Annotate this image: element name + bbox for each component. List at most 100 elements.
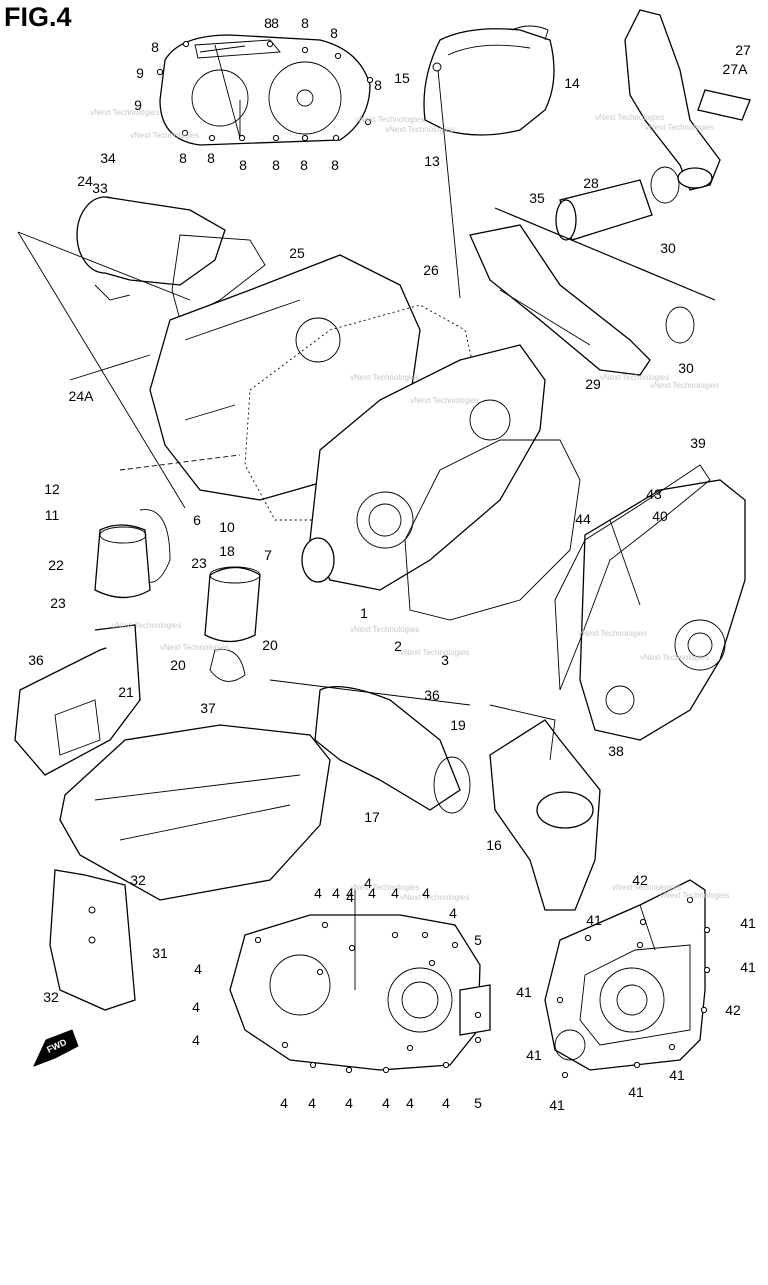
fwd-arrow-icon: FWD xyxy=(33,1029,79,1067)
intake-duct-27 xyxy=(624,9,751,191)
callout-label: 8 xyxy=(271,15,279,31)
bolt-hole xyxy=(316,968,324,976)
bolt-hole xyxy=(451,941,459,949)
callout-label: 8 xyxy=(330,25,338,41)
callout-label: 29 xyxy=(585,376,601,392)
callout-label: 41 xyxy=(549,1097,565,1113)
bolt-hole xyxy=(281,1041,289,1049)
bolt-hole xyxy=(633,1061,641,1069)
callout-label: 8 xyxy=(264,15,272,31)
callout-label: 26 xyxy=(423,262,439,278)
bolt-hole xyxy=(474,1011,482,1019)
callout-label: 41 xyxy=(586,912,602,928)
callout-label: 8 xyxy=(272,157,280,173)
duct-17 xyxy=(314,686,471,814)
callout-label: 42 xyxy=(725,1002,741,1018)
callout-label: 36 xyxy=(28,652,44,668)
callout-label: 4 xyxy=(194,961,202,977)
intake-housing-24 xyxy=(76,196,226,301)
bolt-hole xyxy=(348,944,356,952)
callout-label: 4 xyxy=(346,889,354,905)
callout-label: 5 xyxy=(474,932,482,948)
callout-label: 44 xyxy=(575,511,591,527)
watermark-text: vNext Technologies xyxy=(660,891,729,900)
callout-label: 32 xyxy=(130,872,146,888)
callout-label: 28 xyxy=(583,175,599,191)
callout-label: 40 xyxy=(652,508,668,524)
callout-label: 4 xyxy=(391,885,399,901)
callout-label: 4 xyxy=(192,1032,200,1048)
callout-label: 3 xyxy=(441,652,449,668)
callout-label: 9 xyxy=(136,65,144,81)
callout-label: 33 xyxy=(92,180,108,196)
leader-lines xyxy=(17,44,656,990)
callout-label: 8 xyxy=(179,150,187,166)
callout-label: 43 xyxy=(646,486,662,502)
gasket-2 xyxy=(404,439,581,621)
intake-boots xyxy=(94,509,261,682)
bolt-hole xyxy=(406,1044,414,1052)
callout-label: 4 xyxy=(346,885,354,901)
callout-label: 22 xyxy=(48,557,64,573)
callout-label: 39 xyxy=(690,435,706,451)
callout-label: 13 xyxy=(424,153,440,169)
callout-label: 32 xyxy=(43,989,59,1005)
bolt-hole xyxy=(391,931,399,939)
callout-label: 19 xyxy=(450,717,466,733)
watermark-text: vNext Technologies xyxy=(350,373,419,382)
callout-label: 16 xyxy=(486,837,502,853)
bolt-hole xyxy=(366,76,374,84)
bolt-hole xyxy=(556,996,564,1004)
callout-label: 35 xyxy=(529,190,545,206)
callout-label: 41 xyxy=(516,984,532,1000)
bolt-hole xyxy=(421,931,429,939)
callout-label: 4 xyxy=(314,885,322,901)
bolt-hole xyxy=(272,134,280,142)
callout-label: 8 xyxy=(207,150,215,166)
bolt-hole xyxy=(474,1036,482,1044)
callout-label: 7 xyxy=(264,547,272,563)
callout-label: 18 xyxy=(219,543,235,559)
bolt-hole xyxy=(639,918,647,926)
callout-label: 14 xyxy=(564,75,580,91)
watermark-text: vNext Technologies xyxy=(650,381,719,390)
callout-label: 41 xyxy=(628,1084,644,1100)
callout-label: 17 xyxy=(364,809,380,825)
callout-label: 4 xyxy=(382,1095,390,1111)
callout-label: 30 xyxy=(660,240,676,256)
callout-label: 8 xyxy=(301,15,309,31)
callout-label: 41 xyxy=(526,1047,542,1063)
callout-label: 23 xyxy=(50,595,66,611)
callout-label: 36 xyxy=(424,687,440,703)
bolt-hole xyxy=(686,896,694,904)
bolt-hole xyxy=(668,1043,676,1051)
callout-label: 4 xyxy=(442,1095,450,1111)
callout-label: 9 xyxy=(134,97,142,113)
callout-label: 27A xyxy=(723,61,749,77)
bolt-hole xyxy=(700,1006,708,1014)
gasket-7 xyxy=(244,304,481,521)
callout-label: 4 xyxy=(406,1095,414,1111)
tube-28 xyxy=(494,166,716,344)
callout-label: 27 xyxy=(735,42,751,58)
duct-26-29 xyxy=(469,224,651,376)
watermark-text: vNext Technologies xyxy=(578,629,647,638)
callout-label: 38 xyxy=(608,743,624,759)
callout-label: 25 xyxy=(289,245,305,261)
callout-label: 4 xyxy=(364,875,372,891)
clutch-outer-cover xyxy=(159,34,371,146)
callout-label: 23 xyxy=(191,555,207,571)
callout-label: 4 xyxy=(308,1095,316,1111)
watermark-text: vNext Technologies xyxy=(130,131,199,140)
callout-label: 15 xyxy=(394,70,410,86)
bracket-31 xyxy=(49,869,136,1011)
callout-label: 1 xyxy=(360,605,368,621)
callout-label: 41 xyxy=(740,959,756,975)
callout-label: 20 xyxy=(262,637,278,653)
callout-label: 24A xyxy=(69,388,95,404)
callout-label: 4 xyxy=(192,999,200,1015)
bolt-hole xyxy=(703,926,711,934)
